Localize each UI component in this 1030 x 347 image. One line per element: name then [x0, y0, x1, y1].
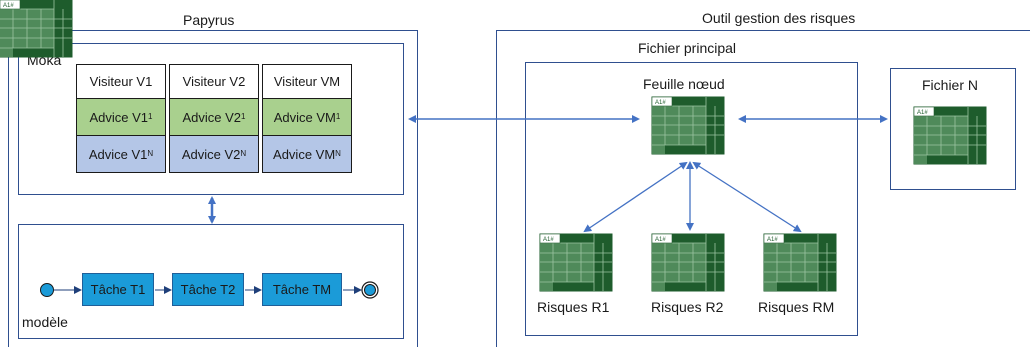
node-sheet-icon: [651, 96, 725, 155]
file-n-title: Fichier N: [922, 77, 979, 93]
node-rm-connector: [692, 161, 802, 233]
end-event-inner: [364, 284, 376, 296]
risk-r2-sheet-icon: [651, 233, 725, 292]
node-sheet-title: Feuille nœud: [643, 76, 725, 92]
risk-r2-label: Risques R2: [651, 299, 724, 315]
advice-label: Advice V1: [88, 146, 148, 162]
model-title: modèle: [22, 314, 68, 330]
task-t2: Tâche T2: [172, 273, 244, 306]
main-file-title: Fichier principal: [638, 40, 737, 56]
visitor-cell: Visiteur V2: [169, 64, 259, 99]
risk-rm-sheet-icon: [763, 233, 837, 292]
advice-label: Advice VM: [273, 146, 336, 162]
advice-label: Advice V1: [89, 109, 149, 125]
advice-label: Advice VM: [273, 109, 336, 125]
task-t1: Tâche T1: [82, 273, 154, 306]
advice-label: Advice V2: [181, 146, 241, 162]
advice-label: Advice V2: [182, 109, 242, 125]
node-r1-connector: [583, 161, 688, 233]
task-tm: Tâche TM: [262, 273, 342, 306]
risk-r1-label: Risques R1: [537, 299, 610, 315]
cell-ref-text: A1#: [3, 3, 14, 9]
start-event-icon: [40, 283, 54, 297]
visitor-cell: Visiteur VM: [262, 64, 352, 99]
spreadsheet-icon: A1#: [0, 0, 73, 58]
risk-tool-frame: [496, 30, 1030, 347]
risk-tool-title: Outil gestion des risques: [702, 10, 856, 26]
risk-r1-sheet-icon: [539, 233, 613, 292]
file-n-sheet-icon: [913, 106, 987, 165]
risk-rm-label: Risques RM: [758, 299, 835, 315]
papyrus-title: Papyrus: [183, 12, 235, 28]
papyrus-frame: [8, 30, 418, 347]
